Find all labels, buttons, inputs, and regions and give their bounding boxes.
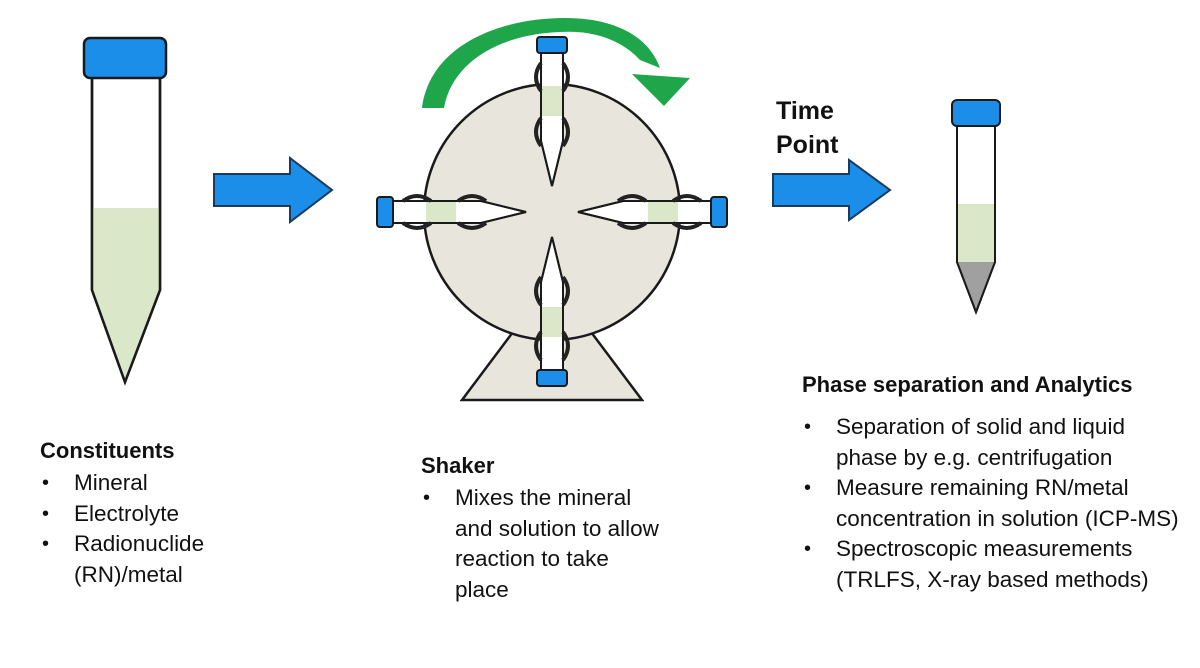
constituents-list: Mineral Electrolyte Radionuclide (RN)/me… <box>40 468 260 590</box>
centrifuge-tube-icon <box>82 36 168 386</box>
list-item: Radionuclide (RN)/metal <box>40 529 224 590</box>
list-item: Spectroscopic measurements (TRLFS, X-ray… <box>802 534 1176 595</box>
list-item: Measure remaining RN/metal concentration… <box>802 473 1181 534</box>
list-item: Electrolyte <box>40 499 260 530</box>
time-point-line2: Point <box>776 131 839 159</box>
constituents-block: Constituents Mineral Electrolyte Radionu… <box>40 436 260 590</box>
constituents-title: Constituents <box>40 438 175 463</box>
time-point-line1: Time <box>776 97 834 125</box>
list-item: Mixes the mineral and solution to allow … <box>421 483 660 605</box>
rotation-arrow-icon <box>422 18 690 108</box>
right-arrow-icon <box>213 155 334 225</box>
shaker-list: Mixes the mineral and solution to allow … <box>421 483 691 605</box>
list-item: Mineral <box>40 468 260 499</box>
shaker-title: Shaker <box>421 453 495 478</box>
right-arrow-icon <box>772 158 892 222</box>
list-item: Separation of solid and liquid phase by … <box>802 412 1166 473</box>
analytics-list: Separation of solid and liquid phase by … <box>802 412 1182 595</box>
centrifuge-tube-icon <box>951 99 1001 315</box>
time-point-label: Time Point <box>776 94 866 162</box>
shaker-block: Shaker Mixes the mineral and solution to… <box>421 451 691 605</box>
analytics-title: Phase separation and Analytics <box>802 372 1133 397</box>
analytics-block: Phase separation and Analytics Separatio… <box>802 370 1182 595</box>
